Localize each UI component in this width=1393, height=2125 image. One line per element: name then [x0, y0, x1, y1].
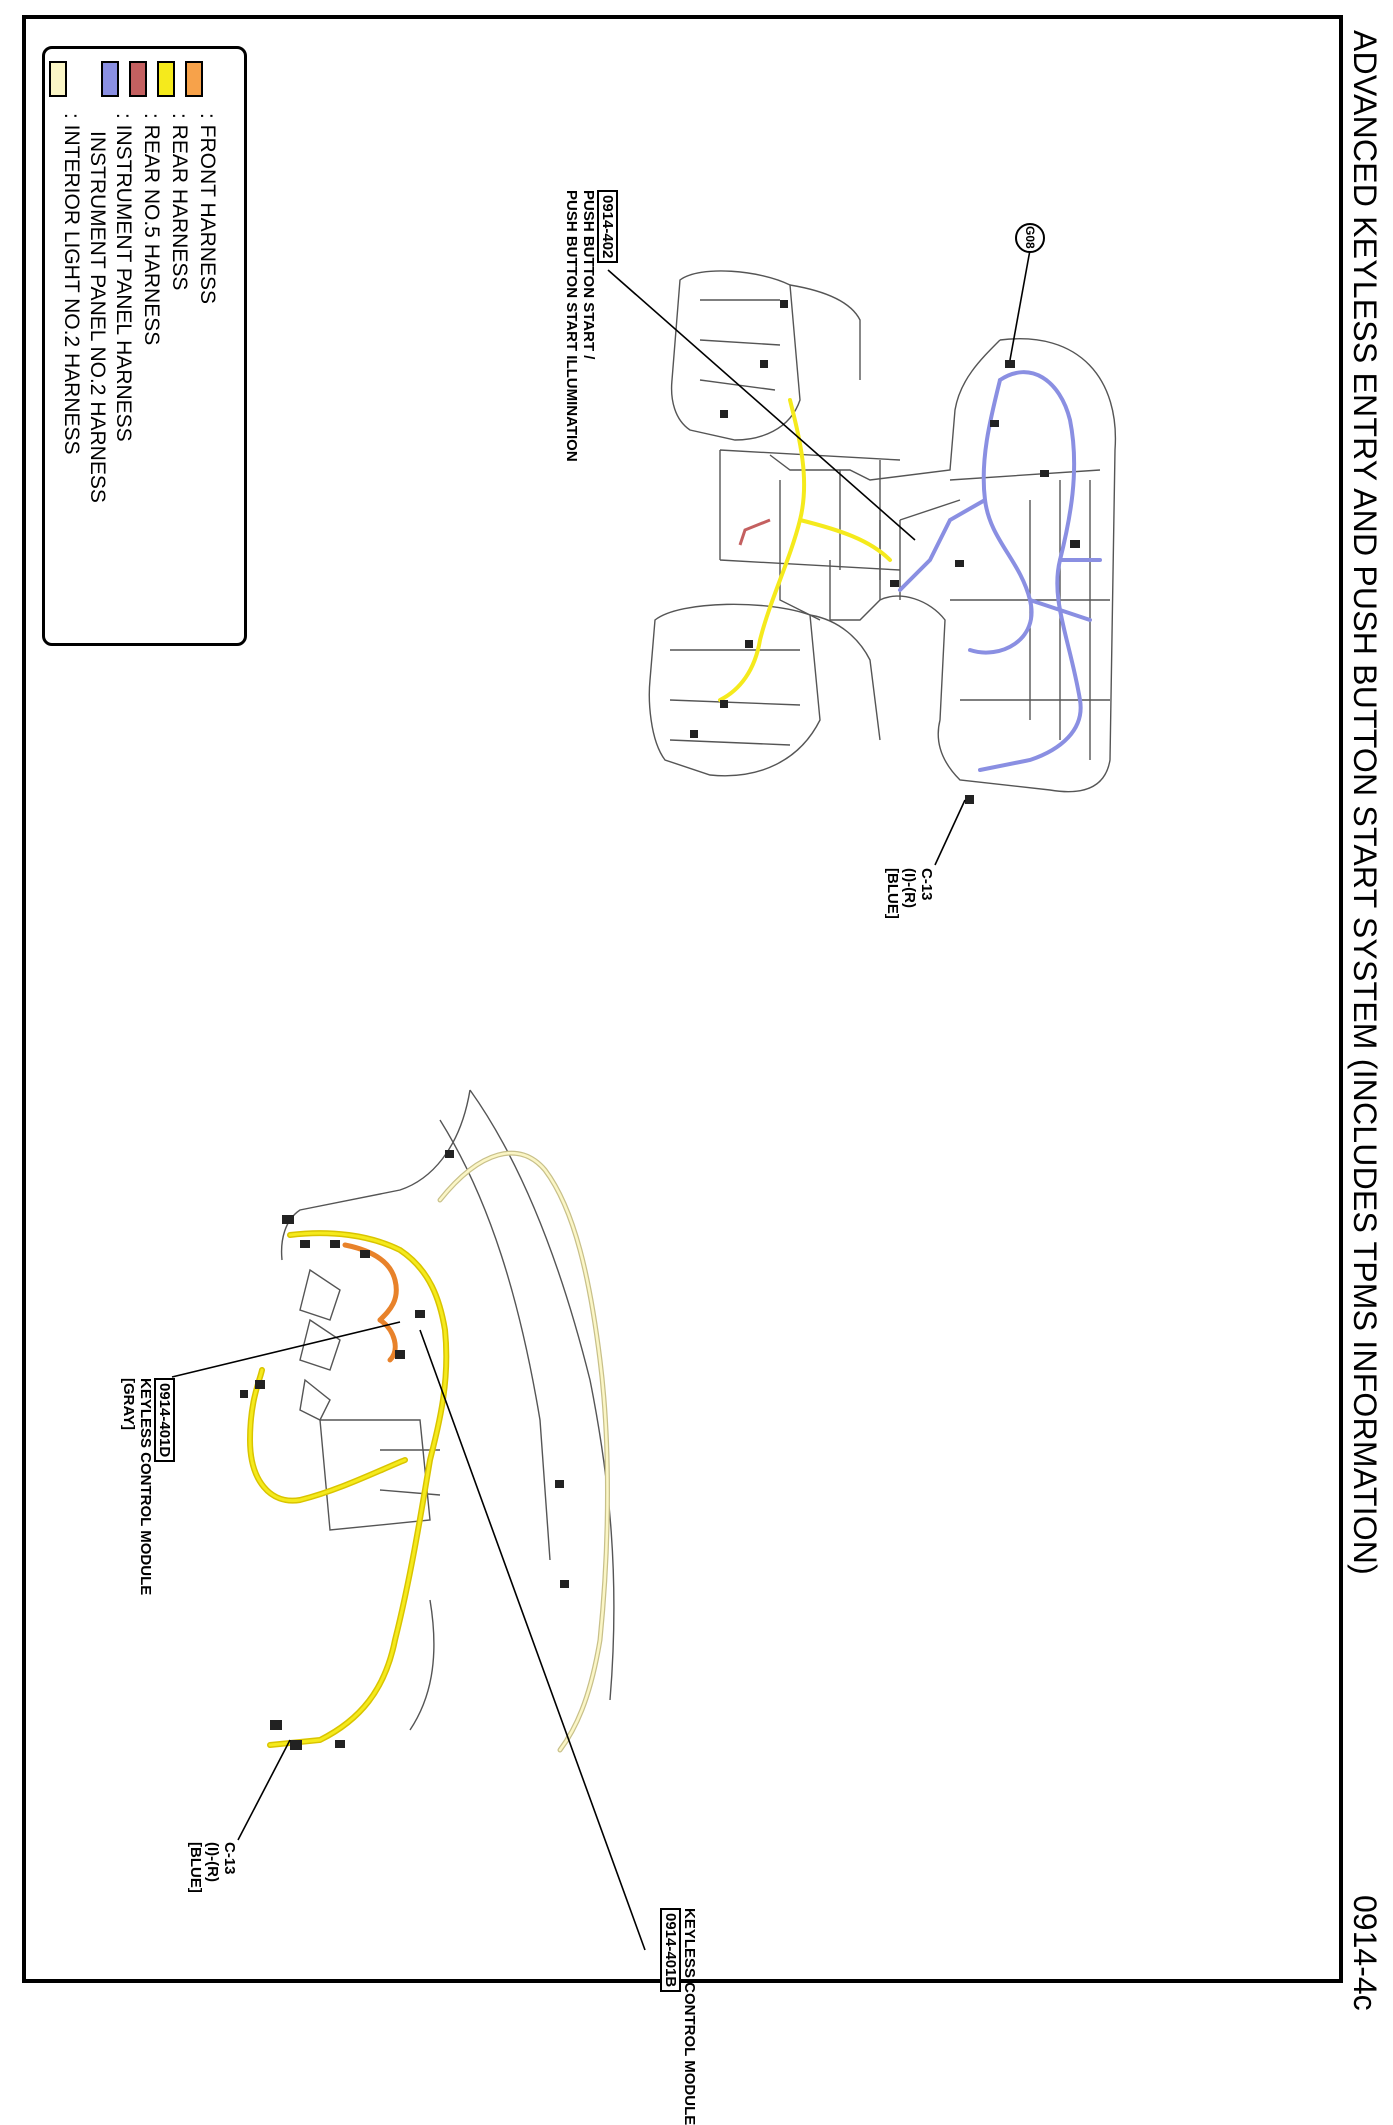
callout-0914-401d-line1: KEYLESS CONTROL MODULE	[137, 1378, 154, 1596]
rear-no5-harness-swatch	[129, 61, 147, 97]
body-side-drawing	[280, 1089, 615, 1731]
callout-c13-bottom: C-13 (I)-(R) [BLUE]	[187, 1842, 238, 1893]
connectors-lower	[240, 1150, 569, 1750]
callout-c13-top: C-13 (I)-(R) [BLUE]	[884, 868, 935, 919]
wiring-illustration	[171, 223, 1117, 1951]
instrument-panel-harness-swatch	[101, 61, 119, 97]
callout-0914-402-line2: PUSH BUTTON START ILLUMINATION	[563, 190, 580, 462]
leader-c13-bottom	[237, 1739, 291, 1841]
interior-light-harness-wire	[437, 1150, 610, 1753]
callout-0914-401b-line1: KEYLESS CONTROL MODULE	[681, 1908, 698, 2125]
rear-harness-wire-lower-hl	[248, 1231, 448, 1747]
callout-0914-401b: KEYLESS CONTROL MODULE 0914-401B	[660, 1908, 698, 2125]
front-harness-swatch	[185, 61, 203, 97]
leader-0914-401d	[171, 1321, 401, 1378]
interior-light-harness-swatch	[49, 61, 67, 97]
c13-top-line2: (I)-(R)	[901, 868, 918, 908]
callout-0914-401d-line2: [GRAY]	[120, 1378, 137, 1430]
c13-bottom-line3: [BLUE]	[187, 1842, 204, 1893]
leader-0914-402	[607, 269, 916, 541]
c13-top-line1: C-13	[918, 868, 935, 901]
interior-light-harness-wire-fill	[438, 1151, 609, 1752]
rear-harness-wire-lower	[246, 1230, 450, 1748]
leader-g08	[1009, 249, 1031, 361]
c13-bottom-line1: C-13	[221, 1842, 238, 1875]
c13-bottom-line2: (I)-(R)	[204, 1842, 221, 1882]
rear-harness-wire-upper	[718, 398, 892, 702]
rear-no5-harness-wire	[738, 518, 771, 546]
callout-0914-402-code: 0914-402	[597, 190, 618, 264]
callout-0914-402-line1: PUSH BUTTON START /	[580, 190, 597, 360]
callout-0914-401d: 0914-401D KEYLESS CONTROL MODULE [GRAY]	[120, 1378, 175, 1595]
harness-legend: : FRONT HARNESS : REAR HARNESS : REAR NO…	[42, 46, 247, 646]
g08-ground-symbol	[1015, 223, 1045, 253]
leader-c13-top	[934, 799, 966, 866]
c13-top-line3: [BLUE]	[884, 868, 901, 919]
callout-0914-401d-code: 0914-401D	[154, 1378, 175, 1463]
front-harness-wire	[342, 1242, 399, 1363]
instrument-panel-drawing	[648, 270, 1117, 793]
leader-lines	[171, 249, 1031, 1951]
leader-0914-401b	[419, 1329, 646, 1951]
connectors-upper	[690, 300, 1080, 804]
instrument-panel-harness-wire	[898, 370, 1102, 772]
g08-label: G08	[1023, 226, 1037, 249]
callout-0914-402: 0914-402 PUSH BUTTON START / PUSH BUTTON…	[563, 190, 618, 462]
rear-harness-swatch	[157, 61, 175, 97]
page-frame	[22, 15, 1343, 1983]
callout-0914-401b-code: 0914-401B	[660, 1908, 681, 1993]
